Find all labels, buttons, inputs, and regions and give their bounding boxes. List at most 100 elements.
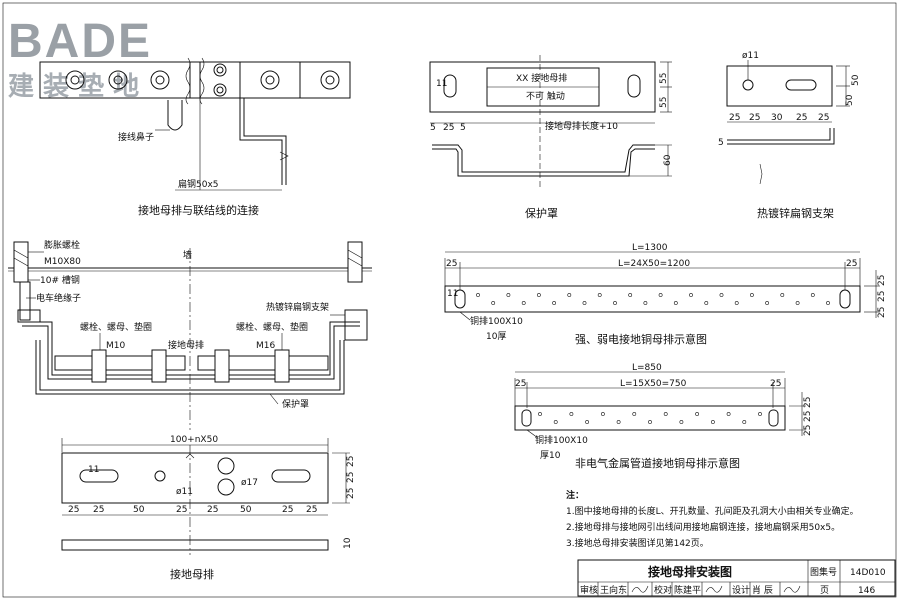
bus-hole bbox=[719, 293, 724, 297]
fig5-dim-6: 50 bbox=[240, 505, 252, 515]
fig4-expansion-bolt: 膨胀螺栓 bbox=[44, 239, 80, 251]
bus-hole bbox=[643, 301, 648, 305]
bus-hole bbox=[758, 412, 762, 416]
bus-hole bbox=[569, 412, 574, 416]
logo: BADE 建 装 垫 地 bbox=[8, 15, 152, 102]
fig4-m10x80: M10X80 bbox=[44, 257, 81, 267]
bus-hole bbox=[553, 420, 558, 424]
fig5-dim-right-1: 25 bbox=[346, 456, 356, 467]
bus-hole bbox=[679, 420, 684, 424]
bus-hole bbox=[616, 420, 621, 424]
review-label: 审核 bbox=[580, 584, 598, 596]
bus-hole bbox=[628, 293, 633, 297]
bus-hole bbox=[585, 420, 590, 424]
bus-hole bbox=[711, 420, 715, 424]
bus-hole bbox=[521, 301, 526, 305]
title-block-title: 接地母排安装图 bbox=[648, 564, 732, 579]
fig7-caption: 非电气金属管道接地铜母排示意图 bbox=[575, 456, 740, 470]
fig1-flat-steel-label: 扁钢50x5 bbox=[178, 178, 219, 190]
fig5-dim-5: 25 bbox=[207, 505, 218, 515]
bus-hole bbox=[742, 420, 747, 424]
fig5-hole-big: ø17 bbox=[241, 478, 258, 488]
bus-hole bbox=[538, 412, 542, 416]
fig7-dim-end-2: 25 bbox=[770, 379, 781, 389]
bus-hole bbox=[765, 301, 770, 305]
bus-hole bbox=[826, 301, 830, 305]
fig4-cover-label: 保护罩 bbox=[282, 398, 309, 410]
bus-hole bbox=[597, 293, 602, 297]
fig2-box-warn: 不可 触动 bbox=[526, 90, 565, 102]
fig2-dim-right-1: 55 bbox=[659, 73, 669, 84]
fig6-dim-right-1: 25 bbox=[877, 275, 887, 286]
title-block-atlas-label: 图集号 bbox=[810, 566, 837, 578]
notes: 注： 1.图中接地母排的长度L、开孔数量、孔间距及孔洞大小由相关专业确定。 2.… bbox=[566, 489, 859, 549]
fig7-dim-inner: L=15X50=750 bbox=[620, 379, 687, 389]
fig5-dim-8: 25 bbox=[306, 505, 317, 515]
bus-hole bbox=[734, 301, 739, 305]
fig3-bracket: ø11 50 50 25 25 30 25 25 5 热镀锌扁钢支架 bbox=[718, 51, 861, 220]
fig6-dim-inner: L=24X50=1200 bbox=[618, 259, 690, 269]
fig7-thick-label: 厚10 bbox=[540, 450, 561, 461]
title-block-atlas-no: 14D010 bbox=[850, 568, 886, 578]
fig4-m10: M10 bbox=[106, 341, 125, 351]
bus-hole bbox=[658, 293, 663, 297]
fig3-dim-left: 5 bbox=[718, 138, 724, 148]
fig2-dim-top-3: 5 bbox=[460, 123, 466, 133]
fig2-caption: 保护罩 bbox=[525, 206, 558, 220]
fig5-hole-small: ø11 bbox=[176, 487, 193, 497]
fig7-pipe-busbar: L=850 25 L=15X50=750 25 25 25 25 铜排100X1… bbox=[514, 363, 813, 470]
fig5-dim-right-2: 25 bbox=[346, 472, 356, 483]
fig7-dim-right-3: 25 bbox=[803, 425, 813, 436]
bus-hole bbox=[810, 293, 815, 297]
fig3-dim-3: 30 bbox=[771, 113, 783, 123]
fig6-copper-label: 铜排100X10 bbox=[470, 315, 523, 327]
fig3-dim-2: 25 bbox=[749, 113, 760, 123]
check-label: 校对 bbox=[654, 584, 672, 596]
fig5-dim-thick: 10 bbox=[343, 537, 353, 549]
bus-hole bbox=[795, 301, 800, 305]
fig6-dim-end-2: 25 bbox=[846, 259, 857, 269]
fig3-hole-label: ø11 bbox=[742, 51, 759, 61]
fig7-dim-end-1: 25 bbox=[515, 379, 526, 389]
title-block: 接地母排安装图 图集号 14D010 页 146 审核 王向东 校对 陈建平 设… bbox=[577, 559, 896, 597]
fig3-dim-right-2: 50 bbox=[845, 94, 855, 106]
bus-hole bbox=[689, 293, 693, 297]
fig1-busbar-connection: 接线鼻子 扁钢50x5 接地母排与联结线的连接 bbox=[39, 57, 351, 217]
bus-hole bbox=[750, 293, 754, 297]
fig2-length-label: 接地母排长度+10 bbox=[545, 120, 618, 132]
fig4-m16: M16 bbox=[256, 341, 275, 351]
fig2-dim-top-2: 25 bbox=[443, 123, 454, 133]
fig2-dim-left: 11 bbox=[436, 79, 447, 89]
fig4-bracket-label: 热镀锌扁钢支架 bbox=[266, 301, 329, 313]
notes-heading: 注： bbox=[566, 489, 584, 501]
bus-hole bbox=[780, 293, 785, 297]
fig5-dim-right-3: 25 bbox=[346, 488, 356, 499]
fig6-caption: 强、弱电接地铜母排示意图 bbox=[575, 332, 707, 346]
bus-hole bbox=[632, 412, 637, 416]
fig6-dim-right-2: 25 bbox=[877, 291, 887, 302]
design-label: 设计 bbox=[732, 584, 750, 596]
fig4-wall-label: 墙 bbox=[183, 249, 192, 261]
bus-hole bbox=[552, 301, 557, 305]
bus-hole bbox=[582, 301, 587, 305]
fig5-dim-7: 25 bbox=[282, 505, 293, 515]
bus-hole bbox=[537, 293, 541, 297]
fig6-thick-label: 10厚 bbox=[486, 331, 506, 342]
fig4-bolt-right: 螺栓、螺母、垫圈 bbox=[236, 321, 308, 333]
bus-hole bbox=[648, 420, 652, 424]
fig2-protective-cover: XX 接地母排 不可 触动 11 55 55 5 25 5 接地母排长度+10 … bbox=[429, 55, 673, 220]
review-name: 王向东 bbox=[600, 584, 627, 596]
fig3-dim-right-1: 50 bbox=[851, 74, 861, 86]
fig2-dim-side: 60 bbox=[663, 154, 673, 166]
title-block-page-no: 146 bbox=[858, 586, 875, 596]
fig5-dim-total: 100+nX50 bbox=[170, 435, 218, 445]
logo-brand: BADE bbox=[8, 15, 152, 68]
title-block-page-label: 页 bbox=[820, 585, 829, 596]
fig7-copper-label: 铜排100X10 bbox=[535, 434, 588, 446]
design-name: 肖 辰 bbox=[752, 584, 773, 596]
fig4-installation-section: 墙 膨胀螺栓 M10X80 10# 槽钢 电车绝缘子 螺栓、螺母、垫圈 bbox=[8, 239, 372, 430]
fig2-dim-top-1: 5 bbox=[430, 123, 436, 133]
fig5-busbar: 100+nX50 11 ø11 ø17 25 25 50 25 25 50 25… bbox=[61, 435, 356, 581]
fig4-channel: 10# 槽钢 bbox=[40, 274, 80, 286]
